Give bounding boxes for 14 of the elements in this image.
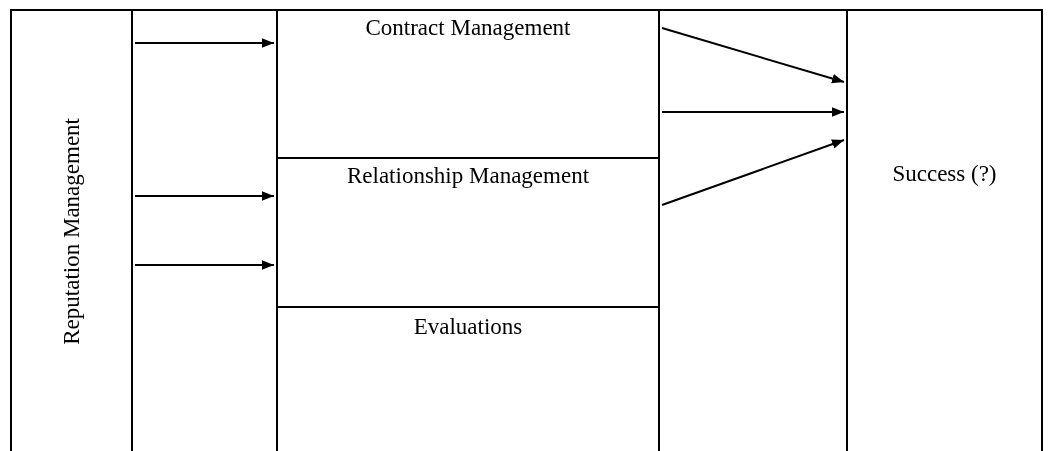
table-cell [276,306,660,451]
cell-label: Success (?) [892,161,997,187]
arrow [661,27,845,84]
cell-label: Contract Management [365,15,571,41]
table-cell [276,9,660,159]
arrow [661,139,845,206]
table-cell [276,157,660,308]
cell-label: Reputation Management [58,117,85,345]
arrow [134,191,275,201]
cell-label: Evaluations [413,314,523,340]
arrow [134,260,275,270]
arrow [134,38,275,48]
arrow [661,107,845,117]
cell-label: Relationship Management [346,163,590,189]
